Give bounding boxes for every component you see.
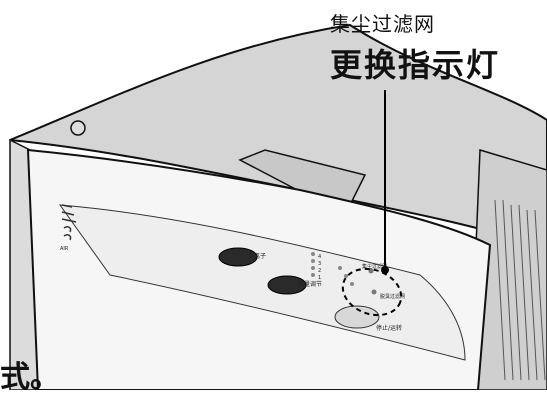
edge-text: 式。: [0, 360, 60, 395]
pointer-dot: [381, 266, 389, 274]
fan-level-3: 3: [318, 261, 321, 267]
stop-run-label: 停止/运转: [376, 324, 402, 332]
deodorize-filter-label: 脱臭过滤网: [380, 293, 405, 300]
top-housing: [9, 23, 547, 252]
fan-level-1: 1: [318, 275, 321, 281]
wind-icon: [61, 204, 77, 241]
stop-run-button[interactable]: [334, 305, 380, 329]
fan-level-indicators: [311, 252, 354, 286]
screw-top: [70, 120, 86, 136]
fan-level-2: 2: [318, 268, 321, 274]
callout-title: 更换指示灯: [330, 46, 501, 84]
highlight-circle: [341, 267, 403, 317]
logo-text: AIR: [60, 246, 69, 252]
ion-label: 负离子: [248, 252, 266, 260]
fan-label: 风量调节: [298, 280, 322, 288]
dust-filter-label: 集尘过滤网: [362, 263, 387, 270]
fan-speed-button[interactable]: [267, 275, 307, 295]
callout-subtitle: 集尘过滤网: [330, 12, 435, 36]
fan-level-4: 4: [318, 254, 321, 260]
ion-button[interactable]: [218, 247, 258, 267]
side-vents: [494, 199, 546, 381]
